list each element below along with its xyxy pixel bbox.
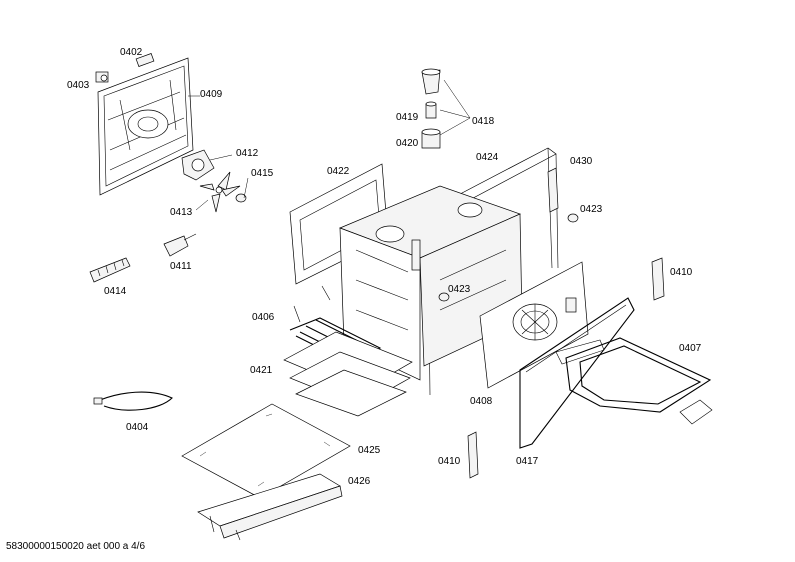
tray-0426	[197, 473, 343, 541]
label-0426: 0426	[348, 476, 371, 487]
part-labels: 0402 0403 0409 0412 0415 0413 0411 0414 …	[67, 47, 702, 487]
label-0422: 0422	[327, 166, 350, 177]
sensor-0411	[163, 233, 197, 257]
lamp-holder-0420	[421, 128, 441, 149]
label-0411: 0411	[170, 261, 192, 272]
door-panel-0408	[479, 261, 589, 389]
fan-motor-0412	[181, 149, 215, 181]
screw-0423-center	[438, 292, 450, 302]
cable-0404	[93, 391, 173, 411]
label-0413: 0413	[170, 207, 193, 218]
connector-0403	[95, 71, 109, 83]
label-0430: 0430	[570, 156, 593, 167]
shelf-0425	[181, 403, 351, 499]
label-0404: 0404	[126, 422, 149, 433]
label-0425: 0425	[358, 445, 381, 456]
terminal-block-0414	[89, 257, 131, 283]
label-0423-center: 0423	[448, 284, 471, 295]
label-0424: 0424	[476, 152, 499, 163]
lamp-cover-0418	[421, 68, 441, 95]
label-0407: 0407	[679, 343, 702, 354]
label-0414: 0414	[104, 286, 127, 297]
label-0415: 0415	[251, 168, 274, 179]
label-0420: 0420	[396, 138, 419, 149]
bracket-0402	[135, 53, 155, 67]
label-0406: 0406	[252, 312, 275, 323]
label-0412: 0412	[236, 148, 259, 159]
label-0410-upper: 0410	[670, 267, 693, 278]
label-0418: 0418	[472, 116, 495, 127]
rear-panel-0409	[97, 57, 194, 196]
drawing-number: 58300000150020 aet 000 a 4/6	[6, 541, 146, 552]
label-0402: 0402	[120, 47, 143, 58]
element-frame-0417	[519, 297, 635, 449]
label-0408: 0408	[470, 396, 493, 407]
fan-blade-0413	[199, 171, 241, 213]
grill-element-0407	[555, 337, 713, 425]
label-0410-lower: 0410	[438, 456, 461, 467]
bulb-0419	[425, 101, 437, 119]
side-rail-0430	[547, 167, 559, 213]
label-0423-right: 0423	[580, 204, 603, 215]
bottom-element-0421	[283, 331, 413, 417]
label-0403: 0403	[67, 80, 90, 91]
hinge-0410-upper	[651, 257, 665, 301]
label-0421: 0421	[250, 365, 273, 376]
label-0419: 0419	[396, 112, 419, 123]
leader-lines	[188, 79, 471, 211]
hinge-0410-lower	[467, 431, 479, 479]
screw-0423-right	[567, 213, 579, 223]
label-0409: 0409	[200, 89, 223, 100]
nut-0415	[235, 193, 247, 203]
label-0417: 0417	[516, 456, 539, 467]
